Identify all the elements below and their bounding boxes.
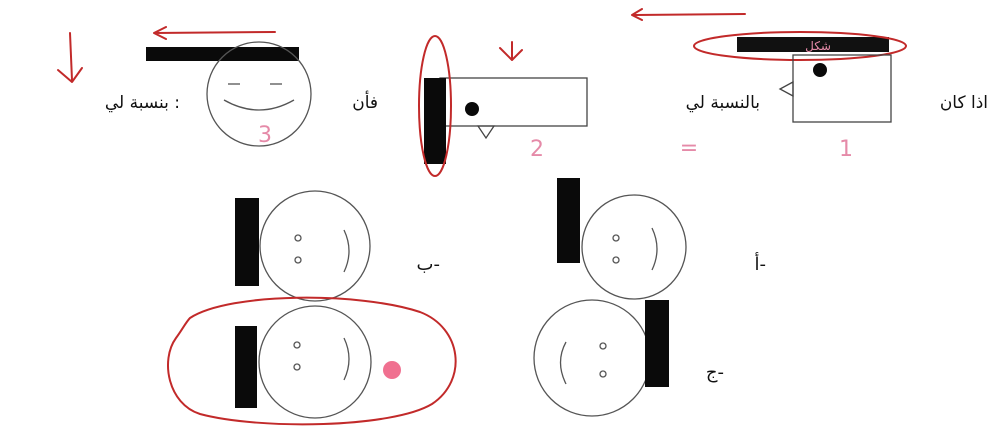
- figure-2-circled-mark: [418, 35, 452, 177]
- option-d-circled-answer: [167, 296, 457, 426]
- option-a-mouth: [651, 227, 658, 271]
- figure-1-banner: [737, 37, 889, 52]
- if-was-text: اذا كان: [940, 93, 988, 113]
- figure-2-number: 2: [530, 137, 544, 162]
- figure-1: شكل 1: [693, 31, 907, 162]
- figure-1-banner-text: شكل: [805, 39, 831, 53]
- option-d-face: [258, 305, 372, 419]
- option-a-eye-1: [612, 234, 620, 242]
- option-d-eye-2: [293, 363, 301, 371]
- option-d-pink-dot: [383, 361, 401, 379]
- arrow-down-left: [57, 32, 83, 83]
- option-b-mouth: [343, 229, 350, 273]
- figure-1-circled-mark: [693, 31, 907, 61]
- option-d: [167, 296, 457, 426]
- figure-3-number: 3: [258, 123, 272, 148]
- option-d-bar: [235, 326, 257, 408]
- option-b-label: ب-: [417, 254, 440, 275]
- option-c-face: [533, 299, 651, 417]
- option-c-bar: [645, 300, 669, 387]
- equals-sign: =: [680, 136, 698, 161]
- option-d-eye-1: [293, 341, 301, 349]
- option-b-eye-2: [294, 256, 302, 264]
- option-c-eye-1: [599, 342, 607, 350]
- arrow-top-left: [153, 26, 276, 40]
- option-c-eye-2: [599, 370, 607, 378]
- option-b-face: [259, 190, 371, 302]
- option-b-eye-1: [294, 234, 302, 242]
- figure-3-smile: [223, 99, 295, 111]
- figure-1-box: [792, 54, 892, 123]
- relative-to-text: بالنسبة لي: [686, 93, 760, 113]
- handwritten-arrows: [57, 8, 746, 83]
- figure-3-bar: [146, 47, 299, 61]
- option-c-mouth: [559, 341, 567, 385]
- option-a-label: أ-: [754, 252, 766, 275]
- figure-1-dot: [813, 63, 827, 77]
- figure-2-triangle: [476, 125, 496, 140]
- option-c: ج-: [533, 299, 724, 417]
- figure-2-box: [439, 77, 588, 127]
- figure-1-number: 1: [839, 137, 853, 162]
- option-d-mouth: [343, 337, 350, 381]
- figure-1-triangle: [778, 80, 794, 98]
- figure-2: 2: [418, 35, 588, 177]
- option-a-face: [581, 194, 687, 300]
- option-a-bar: [557, 178, 580, 263]
- figure-3: 3: [146, 41, 312, 148]
- option-b-bar: [235, 198, 259, 286]
- option-a: أ-: [557, 178, 766, 300]
- figure-3-face: [206, 41, 312, 147]
- option-c-label: ج-: [706, 362, 724, 383]
- figure-2-bar: [424, 78, 446, 164]
- arrow-down-middle: [499, 41, 523, 61]
- relative-to-2-text: بنسبة لي :: [105, 93, 180, 113]
- figure-2-dot: [465, 102, 479, 116]
- option-b: ب-: [235, 190, 440, 302]
- then-text: فأن: [352, 90, 378, 113]
- arrow-top-right: [631, 8, 746, 21]
- option-a-eye-2: [612, 256, 620, 264]
